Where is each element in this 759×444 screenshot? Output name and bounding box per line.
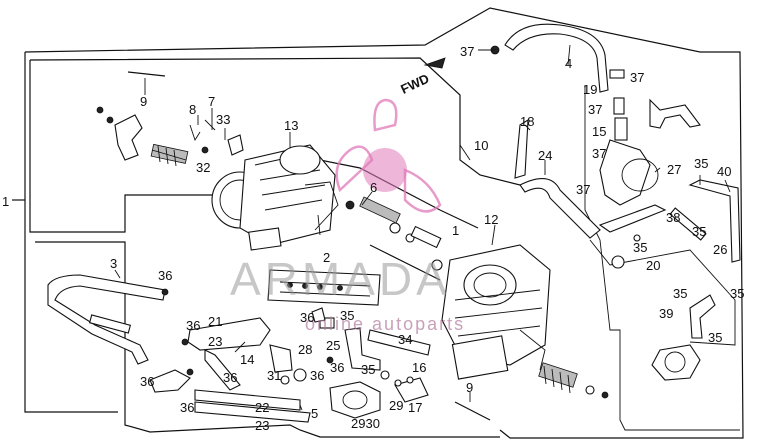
callout-6: 6 (370, 180, 377, 195)
callout-33: 33 (216, 112, 230, 127)
callout-35: 35 (340, 308, 354, 323)
gasket-plate (267, 269, 381, 306)
callout-32: 32 (196, 160, 210, 175)
callout-3: 3 (110, 256, 117, 271)
carburetor-12 (441, 244, 609, 421)
forward-arrow: FWD (398, 57, 446, 97)
repeat-callouts: 36 36 36 36 36 36 36 35 35 35 35 35 35 3… (140, 70, 744, 415)
callout-16: 16 (412, 360, 426, 375)
accelerator-pump-group (311, 307, 431, 419)
callout-26: 26 (713, 242, 727, 257)
callout-1: 1 (2, 194, 9, 209)
vent-hoses (47, 274, 311, 423)
callout-24: 24 (538, 148, 552, 163)
callout-19: 19 (583, 82, 597, 97)
callout-39: 39 (659, 306, 673, 321)
fwd-label: FWD (398, 71, 431, 97)
callout-35-repeat: 35 (694, 156, 708, 171)
callout-36-repeat: 36 (300, 310, 314, 325)
callout-34: 34 (398, 332, 412, 347)
callout-36-repeat: 36 (223, 370, 237, 385)
callout-31: 31 (267, 368, 281, 383)
fuel-hoses (490, 23, 741, 381)
callout-28: 28 (298, 342, 312, 357)
callout-35-repeat: 35 (730, 286, 744, 301)
callout-20: 20 (646, 258, 660, 273)
callout-17: 17 (408, 400, 422, 415)
callout-36-repeat: 36 (310, 368, 324, 383)
callout-36-repeat: 36 (180, 400, 194, 415)
callout-10: 10 (474, 138, 488, 153)
callout-35-repeat: 35 (673, 286, 687, 301)
needle-jet-group (345, 196, 443, 281)
callout-1-inner: 1 (452, 223, 459, 238)
callout-37: 37 (460, 44, 474, 59)
callout-15: 15 (592, 124, 606, 139)
callout-36: 36 (158, 268, 172, 283)
callout-35-repeat: 35 (361, 362, 375, 377)
watermark-brand: ARMADA (230, 253, 451, 305)
callout-2930: 2930 (351, 416, 380, 431)
callout-35-repeat: 35 (633, 240, 647, 255)
callout-38: 38 (666, 210, 680, 225)
callout-25: 25 (326, 338, 340, 353)
callout-5: 5 (311, 406, 318, 421)
callout-37-repeat: 37 (592, 146, 606, 161)
callout-40: 40 (717, 164, 731, 179)
callout-21: 21 (208, 314, 222, 329)
callout-37-repeat: 37 (630, 70, 644, 85)
callout-35-repeat: 35 (708, 330, 722, 345)
callout-4: 4 (565, 56, 572, 71)
watermark-tagline: online autoparts (305, 314, 465, 334)
callout-36-repeat: 36 (330, 360, 344, 375)
callout-35-repeat: 35 (692, 224, 706, 239)
callout-9-bottom: 9 (466, 380, 473, 395)
callout-36-repeat: 36 (186, 318, 200, 333)
carburetor-13 (211, 144, 339, 251)
callout-18: 18 (520, 114, 534, 129)
callout-37-repeat: 37 (576, 182, 590, 197)
watermark: ARMADA online autoparts (230, 98, 465, 334)
callout-8: 8 (189, 102, 196, 117)
callout-numbers: 1 1 2 3 4 5 6 7 8 9 9 10 12 13 14 15 16 … (2, 44, 731, 433)
callout-22: 22 (255, 400, 269, 415)
callout-27: 27 (667, 162, 681, 177)
callout-12: 12 (484, 212, 498, 227)
callout-23-mid: 23 (208, 334, 222, 349)
callout-2: 2 (323, 250, 330, 265)
callout-14: 14 (240, 352, 254, 367)
callout-7: 7 (208, 94, 215, 109)
callout-36-repeat: 36 (140, 374, 154, 389)
callout-29: 29 (389, 398, 403, 413)
callout-37-repeat: 37 (588, 102, 602, 117)
callout-13: 13 (284, 118, 298, 133)
leader-lines (114, 44, 731, 411)
callout-9-top: 9 (140, 94, 147, 109)
outer-frame (12, 7, 744, 439)
callout-23-bottom: 23 (255, 418, 269, 433)
watermark-logo (335, 98, 442, 213)
choke-lever-group (96, 71, 244, 167)
